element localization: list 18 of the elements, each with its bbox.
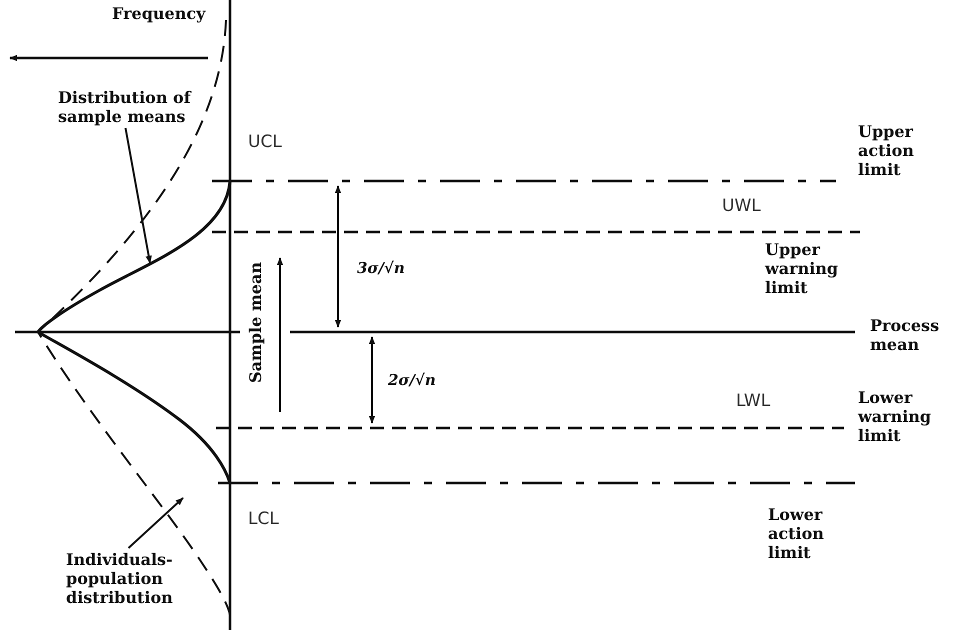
limit-abbreviation: LWL bbox=[736, 392, 770, 411]
distribution-curve bbox=[36, 180, 232, 484]
limit-abbreviation: UWL bbox=[722, 197, 761, 216]
text-label: Lower warning limit bbox=[858, 388, 932, 445]
axis-label: Sample mean bbox=[246, 262, 265, 383]
annotation-label: Distribution of sample means bbox=[58, 88, 193, 126]
leader-line bbox=[124, 128, 152, 264]
leader-line bbox=[128, 497, 184, 549]
text-label: Frequency bbox=[112, 4, 206, 23]
dimension-label: 2σ/√n bbox=[388, 371, 436, 390]
dimension-label: 3σ/√n bbox=[357, 259, 405, 278]
text-label: Upper warning limit bbox=[765, 240, 840, 297]
text-label: Process mean bbox=[870, 316, 940, 354]
text-label: Upper action limit bbox=[858, 122, 915, 179]
limit-abbreviation: LCL bbox=[248, 510, 279, 529]
text-label: Lower action limit bbox=[768, 505, 825, 562]
annotation-label: Individuals-population distribution bbox=[66, 550, 191, 607]
limit-abbreviation: UCL bbox=[248, 133, 282, 152]
